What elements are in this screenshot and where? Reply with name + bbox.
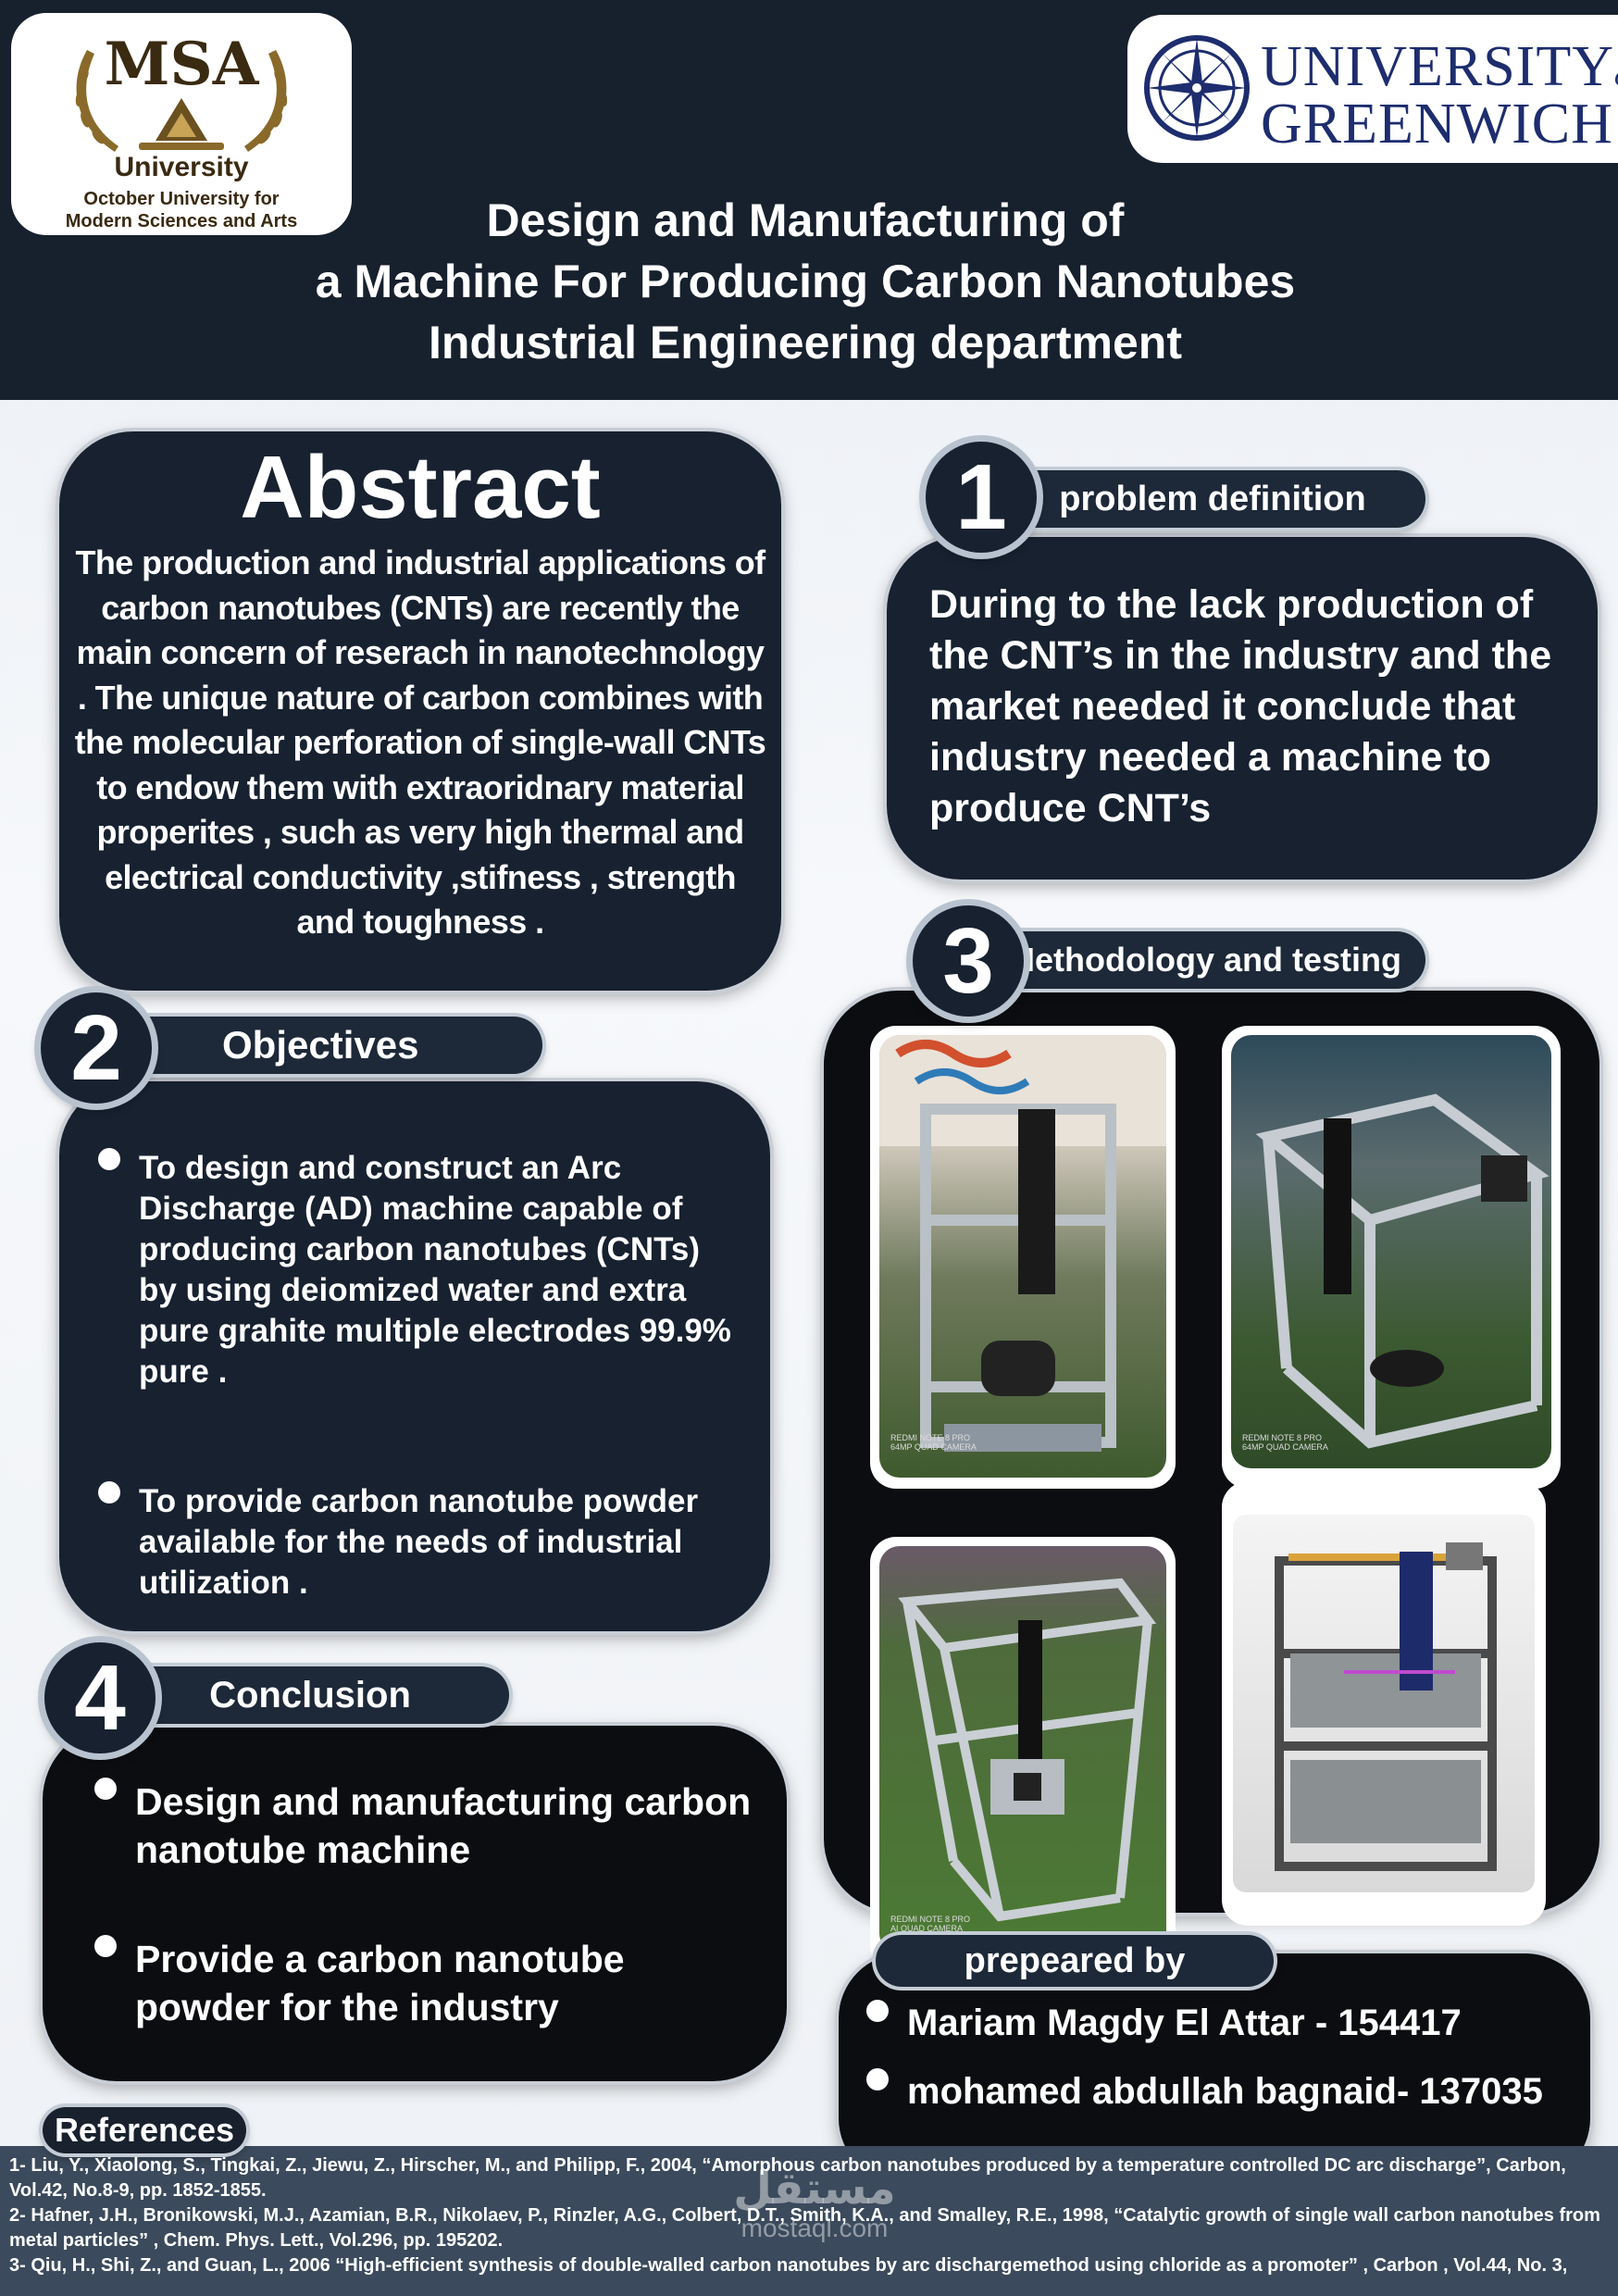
prepared-list: Mariam Magdy El Attar - 154417 mohamed a… <box>855 2000 1587 2115</box>
machine-frame-icon <box>879 1035 1166 1452</box>
compass-rose-icon <box>1144 35 1250 141</box>
abstract-body: The production and industrial applicatio… <box>74 543 766 941</box>
prepared-title-pill: prepeared by <box>876 1935 1274 1987</box>
msa-logo: MSA University October University for Mo… <box>11 13 352 235</box>
section-3-badge: 3 <box>913 905 1024 1017</box>
greenwich-of: of <box>1614 58 1618 92</box>
references-band <box>0 2146 1618 2296</box>
conclusion-title: Conclusion <box>209 1674 411 1716</box>
msa-line-university: University <box>114 152 249 182</box>
conclusion-list: Design and manufacturing carbon nanotube… <box>83 1778 768 2031</box>
machine-frame-icon <box>1255 1093 1550 1449</box>
greenwich-line-greenwich: GREENWICH <box>1261 93 1613 156</box>
objective-item: To design and construct an Arc Discharge… <box>87 1148 735 1392</box>
objectives-title: Objectives <box>222 1023 419 1067</box>
msa-wordmark: MSA <box>104 30 259 99</box>
section-2-number: 2 <box>70 996 122 1100</box>
machine-photo-1: REDMI NOTE 8 PRO 64MP QUAD CAMERA <box>870 1026 1176 1489</box>
methodology-panel: REDMI NOTE 8 PRO 64MP QUAD CAMERA REDMI … <box>824 991 1599 1972</box>
problem-panel: During to the lack production of the CNT… <box>887 537 1598 880</box>
conclusion-title-pill: Conclusion <box>111 1666 509 1724</box>
machine-photo-3: REDMI NOTE 8 PRO AI QUAD CAMERA <box>870 1537 1176 1972</box>
watermark-arabic: مستقل <box>733 2165 896 2214</box>
methodology-title-pill: Methodology and testing <box>983 931 1425 989</box>
camera-caption: REDMI NOTE 8 PRO 64MP QUAD CAMERA <box>890 1433 977 1452</box>
watermark-latin: mostaql.com <box>741 2214 889 2242</box>
title-line-3: Industrial Engineering department <box>429 317 1182 368</box>
section-4-badge: 4 <box>44 1642 156 1753</box>
objectives-title-pill: Objectives <box>111 1017 542 1074</box>
reference-item: 1- Liu, Y., Xiaolong, S., Tingkai, Z., J… <box>9 2155 1566 2201</box>
abstract-heading: Abstract <box>240 438 601 537</box>
title-line-2: a Machine For Producing Carbon Nanotubes <box>315 256 1296 307</box>
section-4-number: 4 <box>74 1646 126 1750</box>
machine-cad-render-icon <box>1275 1542 1497 1871</box>
problem-body: During to the lack production of the CNT… <box>929 582 1552 830</box>
abstract-panel: Abstract The production and industrial a… <box>59 431 781 991</box>
author-item: Mariam Magdy El Attar - 154417 <box>855 2000 1587 2046</box>
section-3-number: 3 <box>942 909 994 1013</box>
prepared-panel: Mariam Magdy El Attar - 154417 mohamed a… <box>839 1953 1590 2183</box>
msa-line-october: October University for <box>83 189 280 209</box>
author-item: mohamed abdullah bagnaid- 137035 <box>855 2068 1587 2115</box>
title-line-1: Design and Manufacturing of <box>486 194 1125 246</box>
greenwich-line-university: UNIVERSITY <box>1261 35 1614 98</box>
references-title: References <box>54 2111 235 2149</box>
machine-photo-2: REDMI NOTE 8 PRO 64MP QUAD CAMERA <box>1222 1026 1561 1489</box>
machine-frame-icon <box>898 1578 1157 1922</box>
reference-item: 3- Qiu, H., Shi, Z., and Guan, L., 2006 … <box>9 2255 1568 2276</box>
section-1-number: 1 <box>955 445 1007 549</box>
poster-title: Design and Manufacturing of a Machine Fo… <box>204 190 1407 373</box>
prepared-title: prepeared by <box>964 1940 1186 1980</box>
section-1-badge: 1 <box>926 442 1037 553</box>
section-2-badge: 2 <box>41 992 152 1104</box>
problem-title-pill: problem definition <box>1000 470 1425 528</box>
laurel-wreath-icon <box>75 50 288 152</box>
methodology-title: Methodology and testing <box>1007 941 1401 979</box>
greenwich-logo: UNIVERSITYof GREENWICH <box>1127 15 1618 163</box>
conclusion-item: Provide a carbon nanotube powder for the… <box>83 1935 768 2031</box>
reference-item: 2- Hafner, J.H., Bronikowski, M.J., Azam… <box>9 2205 1600 2251</box>
conclusion-item: Design and manufacturing carbon nanotube… <box>83 1778 768 1874</box>
objective-item: To provide carbon nanotube powder availa… <box>87 1481 735 1603</box>
machine-render-cad <box>1222 1481 1546 1926</box>
references-title-pill: References <box>43 2107 246 2153</box>
references-list: 1- Liu, Y., Xiaolong, S., Tingkai, Z., J… <box>9 2153 1611 2278</box>
objectives-panel: To design and construct an Arc Discharge… <box>59 1081 770 1631</box>
camera-caption: REDMI NOTE 8 PRO AI QUAD CAMERA <box>890 1915 971 1933</box>
msa-line-sciences: Modern Sciences and Arts <box>65 211 298 231</box>
camera-caption: REDMI NOTE 8 PRO 64MP QUAD CAMERA <box>1242 1433 1328 1452</box>
conclusion-panel: Design and manufacturing carbon nanotube… <box>43 1726 787 2081</box>
problem-title: problem definition <box>1059 479 1366 518</box>
objectives-list: To design and construct an Arc Discharge… <box>87 1148 735 1603</box>
